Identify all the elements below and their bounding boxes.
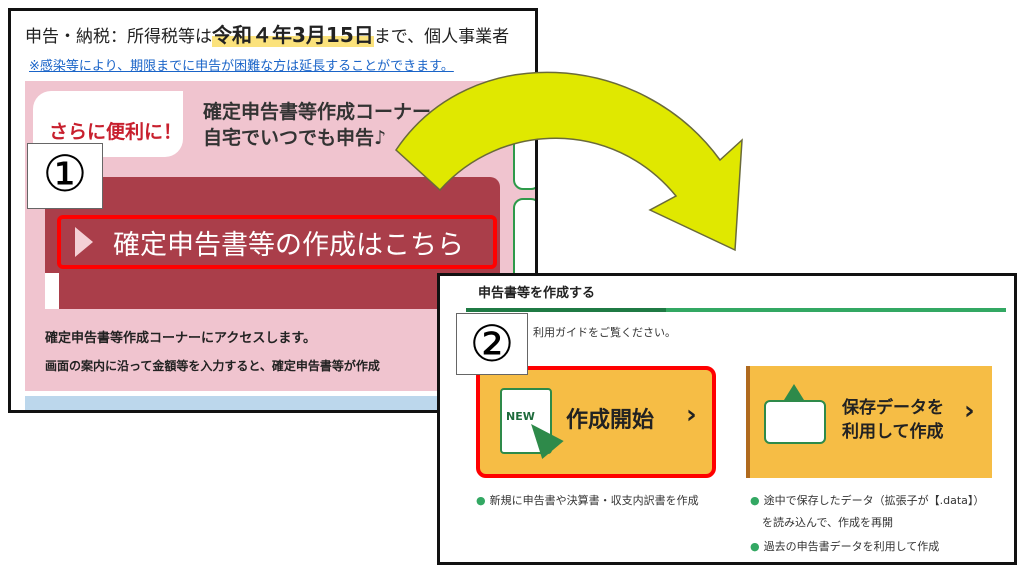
- header-prefix: 申告・納税：所得税等は: [25, 27, 212, 47]
- bullet-past-text: 過去の申告書データを利用して作成: [763, 540, 940, 553]
- use-saved-data-line1: 保存データを: [842, 398, 944, 418]
- use-saved-data-button[interactable]: 保存データを 利用して作成 ›: [746, 366, 992, 478]
- bullet-new: ●新規に申告書や決算書・収支内訳書を作成: [476, 492, 699, 510]
- extension-link[interactable]: ※感染等により、期限までに申告が困難な方は延長することができます。: [29, 59, 454, 74]
- button-band: [45, 273, 59, 309]
- start-creation-label: 作成開始: [566, 408, 655, 433]
- bullet-dot-icon: ●: [476, 494, 486, 507]
- deadline-date: 令和４年3月15日: [212, 23, 374, 47]
- new-icon-text: NEW: [506, 410, 535, 423]
- bullet-dot-icon: ●: [750, 494, 760, 507]
- chevron-right-icon: ›: [686, 400, 697, 430]
- new-document-icon: NEW: [500, 388, 552, 454]
- bullet-new-text: 新規に申告書や決算書・収支内訳書を作成: [489, 494, 699, 507]
- bullet-resume-cont: を読み込んで、作成を再開: [762, 516, 894, 529]
- corner-title-line1: 確定申告書等作成コーナー: [203, 101, 432, 123]
- step-1-badge: ①: [27, 143, 103, 209]
- create-form-panel: 申告書等を作成する 利用ガイドをご覧ください。 NEW 作成開始 › 保存データ…: [437, 273, 1017, 565]
- folder-icon: [764, 400, 826, 444]
- upload-arrow-icon: [784, 384, 804, 400]
- section-underline: [466, 308, 1006, 312]
- convenience-tag-label: さらに便利に！: [49, 121, 183, 143]
- convenience-tag: さらに便利に！: [33, 91, 183, 157]
- corner-title-line2: 自宅でいつでも申告♪: [203, 127, 387, 149]
- step-2-badge: ②: [456, 313, 528, 375]
- corner-title: 確定申告書等作成コーナー 自宅でいつでも申告♪: [203, 99, 431, 151]
- deadline-header: 申告・納税：所得税等は令和４年3月15日まで、個人事業者: [25, 19, 509, 48]
- use-saved-data-label: 保存データを 利用して作成: [842, 396, 944, 444]
- bullet-dot-icon: ●: [750, 540, 760, 553]
- section-underline-accent: [466, 308, 666, 312]
- header-suffix: まで、個人事業者: [373, 27, 510, 47]
- create-return-button[interactable]: 確定申告書等の作成はこちら: [45, 177, 500, 309]
- use-saved-data-line2: 利用して作成: [842, 422, 944, 442]
- bullet-past: ●過去の申告書データを利用して作成: [750, 538, 939, 556]
- chevron-right-icon: ›: [964, 396, 975, 426]
- corner-description-2: 画面の案内に沿って金額等を入力すると、確定申告書等が作成: [45, 359, 380, 373]
- curved-arrow-shape: [395, 71, 743, 252]
- triangle-right-icon: [75, 227, 93, 257]
- create-return-label: 確定申告書等の作成はこちら: [113, 230, 464, 261]
- bullet-resume: ●途中で保存したデータ（拡張子が【.data】）: [750, 492, 984, 510]
- guide-text: 利用ガイドをご覧ください。: [533, 326, 676, 339]
- corner-description-1: 確定申告書等作成コーナーにアクセスします。: [45, 331, 317, 346]
- start-creation-button[interactable]: NEW 作成開始 ›: [476, 366, 716, 478]
- section-title: 申告書等を作成する: [478, 286, 596, 301]
- bullet-resume-text: 途中で保存したデータ（拡張子が【.data】）: [763, 494, 985, 507]
- create-return-highlight: 確定申告書等の作成はこちら: [57, 215, 497, 269]
- bottom-band: [25, 396, 535, 410]
